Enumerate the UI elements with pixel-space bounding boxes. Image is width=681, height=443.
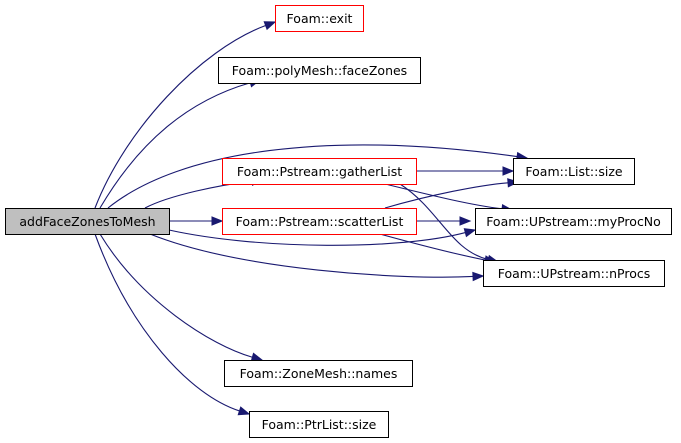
- node-box-gatherList: [222, 158, 417, 185]
- edge-root-to-listSize: [107, 144, 518, 209]
- edge-root-to-ptrListSize: [94, 233, 240, 412]
- edge-root-to-nProcs: [149, 233, 474, 278]
- node-nProcs[interactable]: Foam::UPstream::nProcs: [483, 260, 665, 287]
- arrowhead-root-to-ptrListSize: [237, 406, 251, 416]
- arrowhead-root-to-myProcNo: [463, 228, 477, 238]
- arrowhead-gatherList-to-listSize: [502, 166, 515, 176]
- edge-scatterList-to-nProcs: [379, 233, 486, 261]
- edge-root-to-exit: [94, 24, 266, 209]
- arrowhead-root-to-nProcs: [472, 271, 485, 282]
- node-box-root: [5, 208, 170, 235]
- node-label-listSize: Foam::List::size: [525, 164, 622, 179]
- node-gatherList[interactable]: Foam::Pstream::gatherList: [222, 158, 417, 185]
- edge-root-to-faceZones: [99, 82, 251, 209]
- edge-scatterList-to-listSize: [384, 182, 509, 209]
- node-names[interactable]: Foam::ZoneMesh::names: [224, 360, 413, 387]
- node-label-ptrListSize: Foam::PtrList::size: [262, 417, 377, 432]
- node-box-names: [224, 360, 413, 387]
- node-box-exit: [275, 5, 364, 32]
- arrowhead-scatterList-to-myProcNo: [459, 216, 472, 226]
- node-label-names: Foam::ZoneMesh::names: [240, 366, 398, 381]
- edge-root-to-gatherList: [144, 180, 253, 209]
- edge-gatherList-to-myProcNo: [384, 183, 503, 210]
- node-myProcNo[interactable]: Foam::UPstream::myProcNo: [475, 208, 672, 235]
- node-root[interactable]: addFaceZonesToMesh: [5, 208, 170, 235]
- node-faceZones[interactable]: Foam::polyMesh::faceZones: [218, 57, 421, 84]
- arrowhead-root-to-scatterList: [211, 216, 224, 226]
- node-box-faceZones: [218, 57, 421, 84]
- node-listSize[interactable]: Foam::List::size: [513, 158, 635, 185]
- node-box-myProcNo: [475, 208, 672, 235]
- node-label-root: addFaceZonesToMesh: [19, 214, 155, 229]
- node-label-faceZones: Foam::polyMesh::faceZones: [232, 63, 407, 78]
- node-box-listSize: [513, 158, 635, 185]
- node-scatterList[interactable]: Foam::Pstream::scatterList: [222, 208, 417, 235]
- arrowhead-root-to-names: [250, 352, 264, 362]
- node-label-nProcs: Foam::UPstream::nProcs: [498, 266, 650, 281]
- edge-gatherList-to-nProcs: [399, 183, 489, 261]
- node-label-scatterList: Foam::Pstream::scatterList: [236, 214, 404, 229]
- node-exit[interactable]: Foam::exit: [275, 5, 364, 32]
- node-box-ptrListSize: [249, 411, 389, 438]
- node-box-scatterList: [222, 208, 417, 235]
- node-box-nProcs: [483, 260, 665, 287]
- node-layer: addFaceZonesToMesh Foam::exitFoam::polyMe…: [5, 5, 672, 438]
- arrowhead-root-to-exit: [263, 21, 277, 31]
- edge-root-to-myProcNo: [168, 229, 466, 246]
- node-label-gatherList: Foam::Pstream::gatherList: [237, 164, 402, 179]
- node-label-exit: Foam::exit: [287, 11, 353, 26]
- node-ptrListSize[interactable]: Foam::PtrList::size: [249, 411, 389, 438]
- node-label-myProcNo: Foam::UPstream::myProcNo: [486, 214, 661, 229]
- edge-root-to-names: [99, 233, 253, 358]
